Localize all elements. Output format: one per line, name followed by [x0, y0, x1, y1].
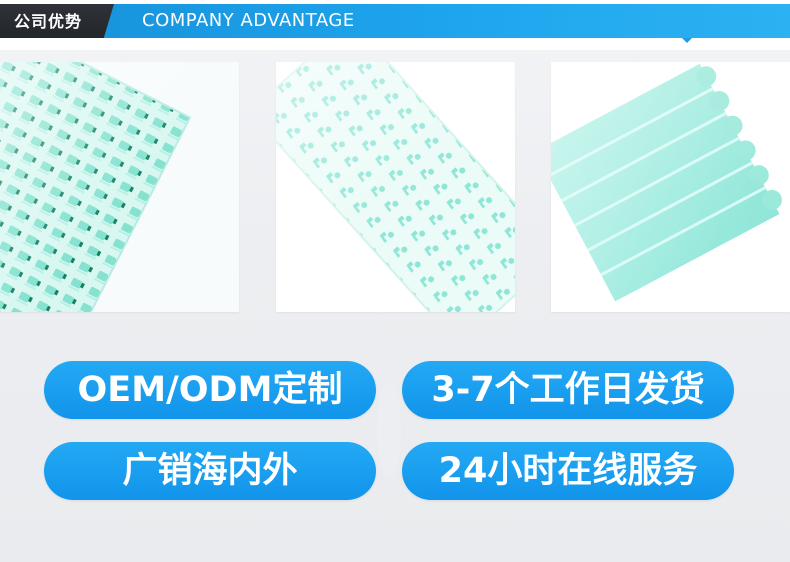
- feature-badge-oem-odm: OEM/ODM定制: [44, 361, 376, 419]
- product-photo-2-image: [276, 62, 515, 312]
- header-bar: [0, 4, 790, 38]
- feature-badge-global-sales: 广销海内外: [44, 442, 376, 500]
- product-photo-2: [276, 62, 515, 312]
- section-header: 公司优势 COMPANY ADVANTAGE: [0, 0, 790, 50]
- product-photo-3-image: [551, 62, 790, 312]
- feature-badge-24h-service: 24小时在线服务: [402, 442, 734, 500]
- center-cutout: [377, 381, 401, 479]
- header-cn-label-box: [0, 4, 114, 38]
- product-photo-1: [0, 62, 239, 312]
- feature-badge-shipping: 3-7个工作日发货: [402, 361, 734, 419]
- product-photo-1-image: [0, 62, 239, 312]
- header-en-title: COMPANY ADVANTAGE: [142, 10, 355, 31]
- product-photo-3: [551, 62, 790, 312]
- header-cn-title: 公司优势: [14, 12, 83, 31]
- header-pointer: [682, 38, 692, 43]
